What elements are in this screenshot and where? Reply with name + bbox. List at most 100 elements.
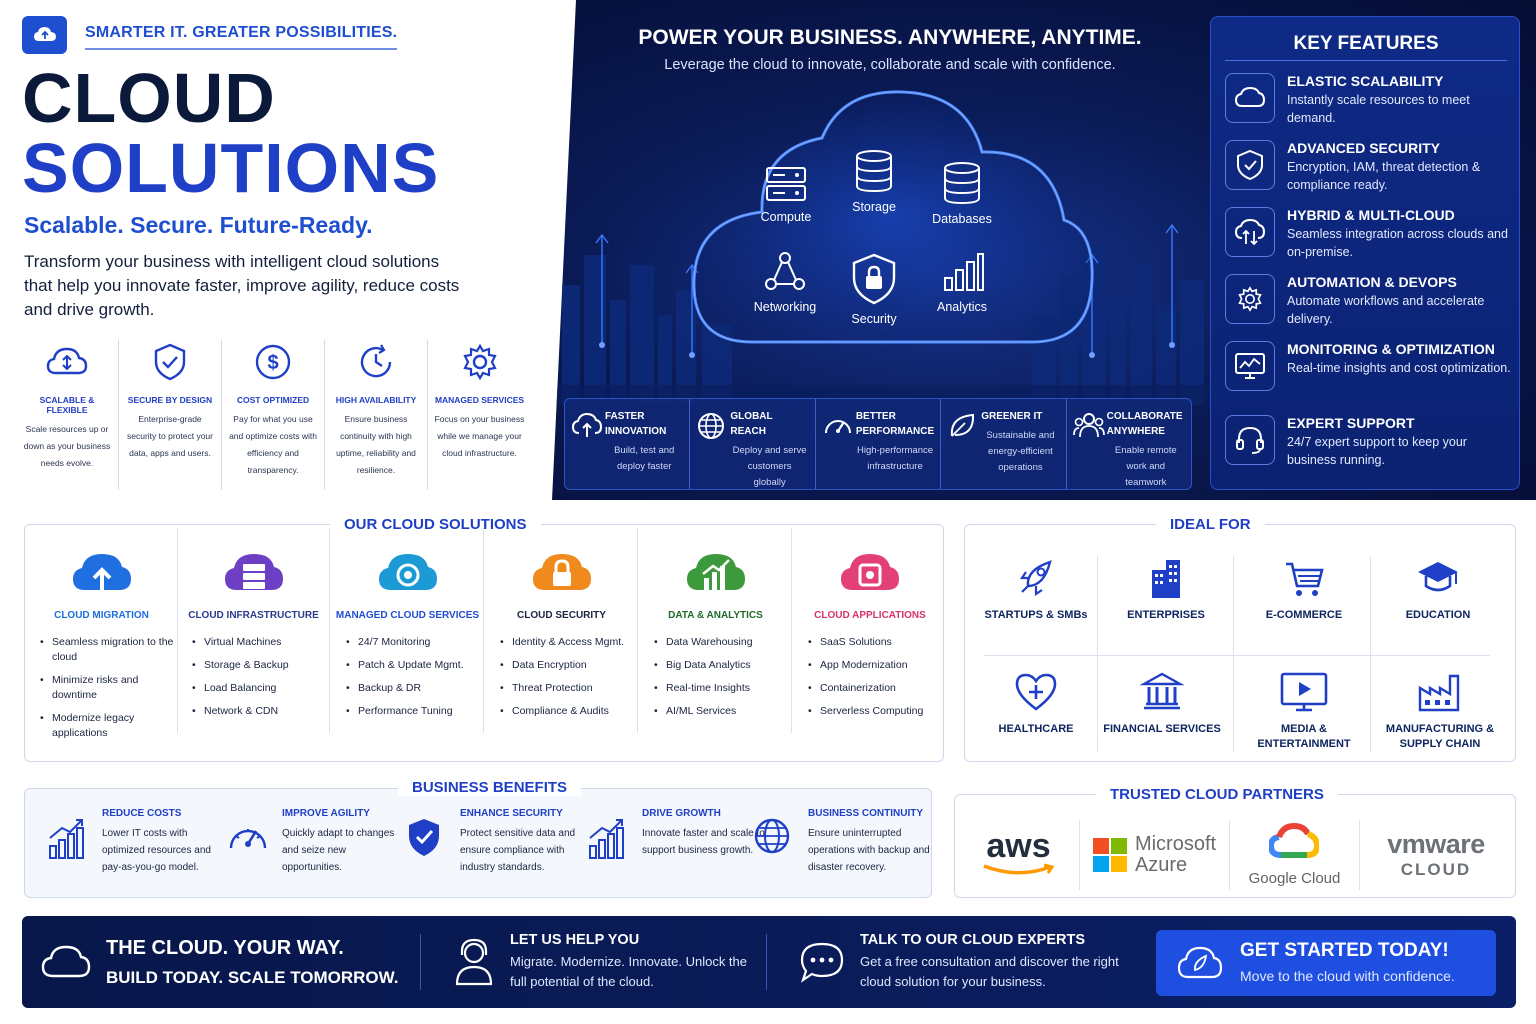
microsoft-text: Microsoft [1134, 833, 1217, 855]
cloud-upload-icon [571, 412, 603, 437]
footer-experts-desc: Get a free consultation and discover the… [860, 954, 1119, 989]
divider [984, 655, 1490, 656]
brand-logo [22, 16, 67, 54]
key-feature-title: ADVANCED SECURITY [1287, 140, 1440, 156]
footer-experts-title: TALK TO OUR CLOUD EXPERTS [860, 932, 1086, 948]
feature-desc: Enterprise-grade security to protect you… [127, 414, 213, 458]
service-storage: Storage [834, 148, 914, 214]
ideal-label: E-COMMERCE [1265, 609, 1343, 621]
bullet: Load Balancing [192, 681, 329, 696]
footer-help: LET US HELP YOU Migrate. Modernize. Inno… [452, 916, 772, 1008]
partner-logo-vmware: vmware CLOUD [1360, 820, 1512, 890]
divider [1370, 556, 1371, 752]
leaf-icon [951, 413, 975, 437]
solution-title: CLOUD SECURITY [517, 610, 606, 621]
benefit-title: ENHANCE SECURITY [460, 808, 563, 819]
globe-icon [754, 818, 790, 854]
bullet: Big Data Analytics [654, 658, 791, 673]
azure-text: Azure [1134, 854, 1188, 876]
solution-title: CLOUD INFRASTRUCTURE [188, 610, 319, 621]
divider [420, 934, 421, 990]
divider [1097, 556, 1098, 752]
partner-logo-azure: Microsoft Azure [1080, 820, 1230, 890]
ideal-item: HEALTHCARE [968, 670, 1104, 780]
ideal-label: FINANCIAL SERVICES [1103, 723, 1221, 735]
ideal-item: ENTERPRISES [1098, 556, 1234, 666]
benefit-title: IMPROVE AGILITY [282, 808, 370, 819]
hero-bar-title: FASTER INNOVATION [605, 411, 667, 437]
headset-icon [1225, 415, 1275, 465]
key-feature-desc: Automate workflows and accelerate delive… [1287, 294, 1485, 326]
solution-bullets: Virtual Machines Storage & Backup Load B… [178, 635, 329, 719]
network-nodes-icon [765, 252, 805, 290]
hero-bar-desc: Enable remote work and teamwork [1114, 445, 1177, 488]
key-feature-desc: Instantly scale resources to meet demand… [1287, 93, 1470, 125]
cloud-icon [1225, 73, 1275, 123]
solution-card: CLOUD MIGRATION Seamless migration to th… [26, 528, 178, 739]
key-feature-title: AUTOMATION & DEVOPS [1287, 274, 1457, 290]
service-compute: Compute [746, 164, 826, 224]
bullet: Backup & DR [346, 681, 483, 696]
solution-bullets: 24/7 Monitoring Patch & Update Mgmt. Bac… [332, 635, 483, 719]
bullet: App Modernization [808, 658, 946, 673]
database-stack-icon [944, 162, 980, 205]
cloud-sync-icon [1225, 207, 1275, 257]
key-feature-item: AUTOMATION & DEVOPS Automate workflows an… [1225, 274, 1515, 334]
bullet: Compliance & Audits [500, 704, 637, 719]
google-cloud-text: Google Cloud [1248, 870, 1341, 887]
bar-chart-up-icon [49, 819, 84, 859]
factory-icon [1418, 674, 1460, 712]
ideal-for-title: IDEAL FOR [1156, 516, 1265, 533]
aws-smile-icon [982, 863, 1054, 874]
solution-bullets: Identity & Access Mgmt. Data Encryption … [486, 635, 637, 719]
gear-icon [1225, 274, 1275, 324]
divider [766, 934, 767, 990]
cloud-illustration [692, 90, 1094, 344]
service-networking: Networking [745, 250, 825, 314]
cloud-logo-icon [33, 27, 56, 41]
dollar-icon: $ [255, 344, 291, 380]
growth-chart-icon [589, 819, 624, 859]
hero-title: POWER YOUR BUSINESS. ANYWHERE, ANYTIME. [638, 26, 1142, 49]
feature-title: SCALABLE & FLEXIBLE [39, 395, 95, 415]
bullet: Virtual Machines [192, 635, 329, 650]
shield-lock-icon [852, 253, 896, 305]
aws-logo-text: aws [986, 826, 1051, 865]
benefit-desc: Lower IT costs with optimized resources … [102, 828, 211, 873]
bullet: Data Encryption [500, 658, 637, 673]
ideal-item: E-COMMERCE [1236, 556, 1372, 666]
solution-card: CLOUD APPLICATIONS SaaS Solutions App Mo… [794, 528, 946, 733]
service-analytics: Analytics [922, 250, 1002, 314]
partners-title: TRUSTED CLOUD PARTNERS [1096, 786, 1338, 803]
solution-card: MANAGED CLOUD SERVICES 24/7 Monitoring P… [332, 528, 484, 733]
cloud-app-icon [841, 554, 899, 590]
service-security: Security [834, 252, 914, 326]
benefit-desc: Innovate faster and scale to support bus… [642, 828, 765, 856]
solution-card: DATA & ANALYTICS Data Warehousing Big Da… [640, 528, 792, 733]
get-started-button[interactable]: GET STARTED TODAY! Move to the cloud wit… [1156, 930, 1496, 996]
graduation-cap-icon [1418, 562, 1458, 592]
feature-title: HIGH AVAILABILITY [335, 395, 417, 405]
feature-desc: Ensure business continuity with high upt… [336, 414, 416, 475]
service-label: Databases [932, 212, 992, 226]
cloud-upload-icon [72, 554, 131, 596]
bullet: Minimize risks and downtime [40, 673, 177, 703]
bullet: Seamless migration to the cloud [40, 635, 177, 665]
footer-help-title: LET US HELP YOU [510, 932, 640, 948]
heart-plus-icon [1015, 673, 1057, 711]
solution-title: DATA & ANALYTICS [668, 610, 763, 621]
shield-check-icon [1225, 140, 1275, 190]
page-title-line2: SOLUTIONS [22, 129, 440, 207]
ideal-label: HEALTHCARE [998, 723, 1074, 735]
cloud-lock-icon [532, 554, 591, 590]
chat-bubble-icon [800, 942, 844, 983]
service-label: Networking [753, 300, 817, 314]
service-databases: Databases [922, 160, 1002, 226]
